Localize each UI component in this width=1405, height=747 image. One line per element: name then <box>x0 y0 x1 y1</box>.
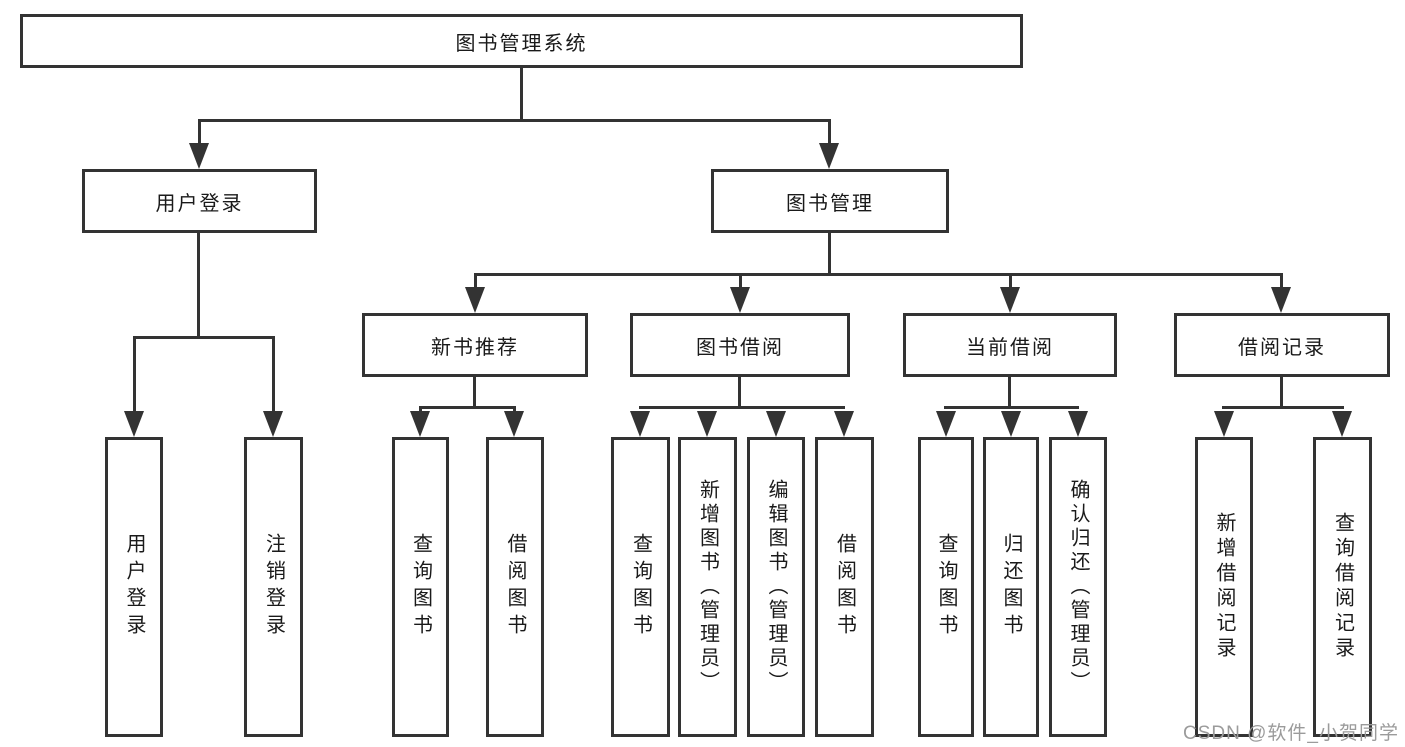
arrowhead-icon <box>189 143 209 169</box>
connector-line <box>639 406 845 409</box>
arrowhead-icon <box>124 411 144 437</box>
connector-line <box>197 233 200 336</box>
arrowhead-icon <box>1214 411 1234 437</box>
arrowhead-icon <box>1001 411 1021 437</box>
connector-line <box>133 336 136 414</box>
connector-line <box>513 406 516 414</box>
connector-line <box>738 377 741 406</box>
connector-line <box>198 119 831 122</box>
arrowhead-icon <box>819 143 839 169</box>
connector-line <box>474 273 477 291</box>
leaf-query-books-recommend: 查询图书 <box>392 437 449 737</box>
leaf-user-login: 用户登录 <box>105 437 163 737</box>
arrowhead-icon <box>1271 287 1291 313</box>
leaf-query-books-borrowing: 查询图书 <box>611 437 670 737</box>
leaf-query-borrow-record: 查询借阅记录 <box>1313 437 1372 737</box>
leaf-borrow-books-borrowing: 借阅图书 <box>815 437 874 737</box>
arrowhead-icon <box>410 411 430 437</box>
node-library-system: 图书管理系统 <box>20 14 1023 68</box>
arrowhead-icon <box>1000 287 1020 313</box>
leaf-return-books: 归还图书 <box>983 437 1039 737</box>
leaf-add-borrow-record: 新增借阅记录 <box>1195 437 1253 737</box>
arrowhead-icon <box>1068 411 1088 437</box>
connector-line <box>473 377 476 406</box>
leaf-borrow-books-recommend: 借阅图书 <box>486 437 544 737</box>
node-user-login: 用户登录 <box>82 169 317 233</box>
leaf-add-books-admin: 新增图书（管理员） <box>678 437 737 737</box>
connector-line <box>133 336 275 339</box>
arrowhead-icon <box>730 287 750 313</box>
connector-line <box>272 336 275 414</box>
connector-line <box>419 406 516 409</box>
connector-line <box>198 119 201 147</box>
arrowhead-icon <box>697 411 717 437</box>
arrowhead-icon <box>504 411 524 437</box>
connector-line <box>1009 273 1012 291</box>
leaf-edit-books-admin: 编辑图书（管理员） <box>747 437 805 737</box>
arrowhead-icon <box>263 411 283 437</box>
node-current-borrowing: 当前借阅 <box>903 313 1117 377</box>
connector-line <box>1280 273 1283 291</box>
arrowhead-icon <box>766 411 786 437</box>
connector-line <box>828 233 831 273</box>
connector-line <box>1008 377 1011 406</box>
arrowhead-icon <box>936 411 956 437</box>
connector-line <box>1222 406 1344 409</box>
arrowhead-icon <box>834 411 854 437</box>
leaf-query-books-current: 查询图书 <box>918 437 974 737</box>
connector-line <box>1280 377 1283 406</box>
leaf-logout-login: 注销登录 <box>244 437 303 737</box>
connector-line <box>419 406 422 414</box>
csdn-watermark: CSDN @软件_小贺同学 <box>1183 723 1399 744</box>
connector-line <box>828 119 831 147</box>
arrowhead-icon <box>465 287 485 313</box>
connector-line <box>944 406 1079 409</box>
leaf-confirm-return-admin: 确认归还（管理员） <box>1049 437 1107 737</box>
connector-line <box>739 273 742 291</box>
node-new-book-recommend: 新书推荐 <box>362 313 588 377</box>
arrowhead-icon <box>1332 411 1352 437</box>
node-borrowing-records: 借阅记录 <box>1174 313 1390 377</box>
node-book-borrowing: 图书借阅 <box>630 313 850 377</box>
node-book-management: 图书管理 <box>711 169 949 233</box>
arrowhead-icon <box>630 411 650 437</box>
connector-line <box>520 68 523 119</box>
connector-line <box>474 273 1283 276</box>
